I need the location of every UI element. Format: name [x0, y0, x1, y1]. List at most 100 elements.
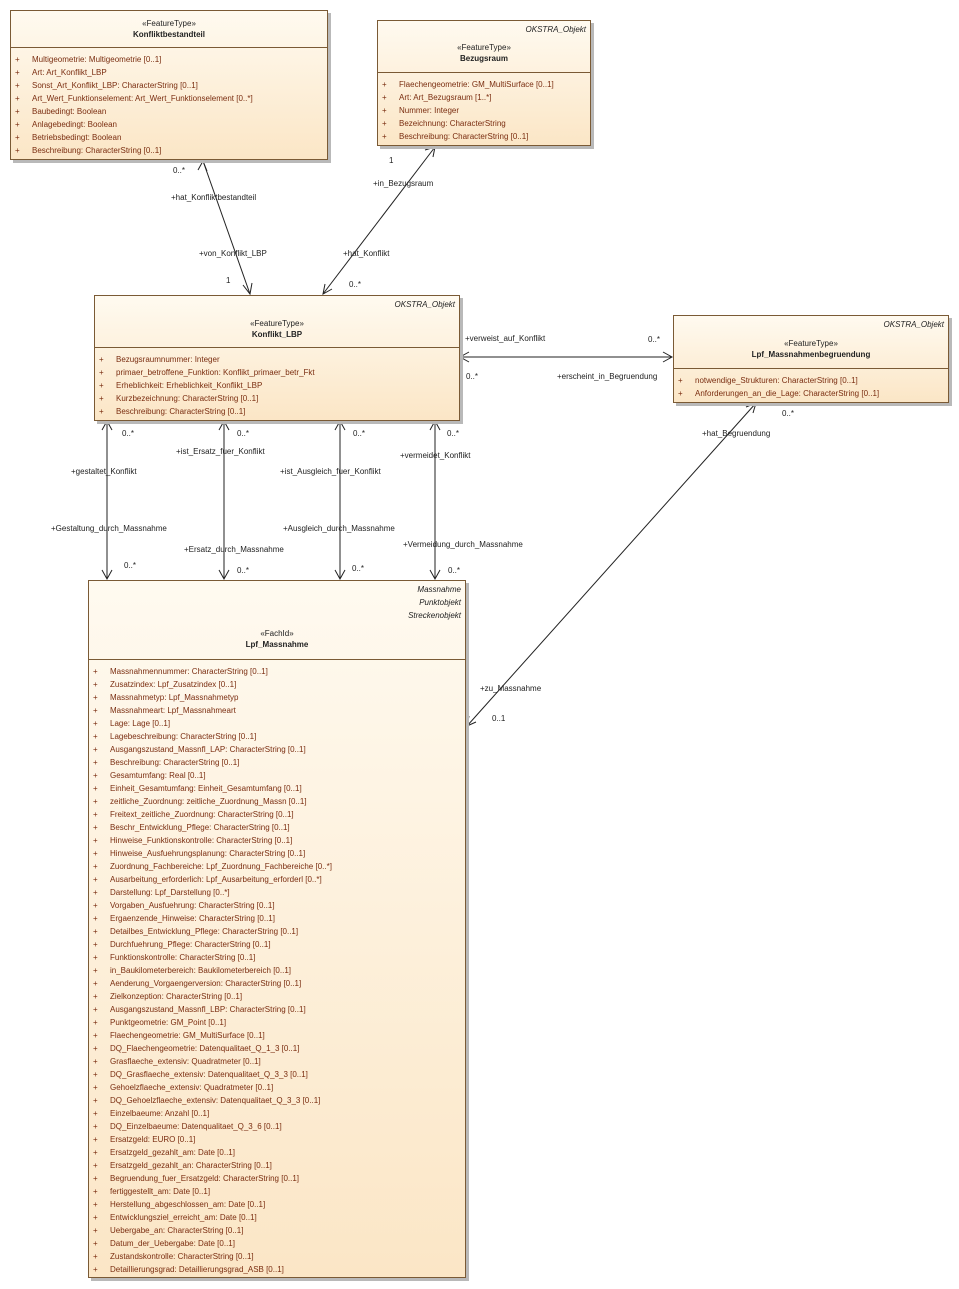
role-label: +in_Bezugsraum [373, 179, 434, 188]
attribute-row: +Multigeometrie: Multigeometrie [0..1] [11, 53, 327, 66]
attribute-text: Multigeometrie: Multigeometrie [0..1] [32, 55, 162, 64]
attribute-row: +Lage: Lage [0..1] [89, 717, 465, 730]
visibility-marker: + [93, 810, 98, 819]
visibility-marker: + [93, 823, 98, 832]
attribute-row: +Datum_der_Uebergabe: Date [0..1] [89, 1237, 465, 1250]
visibility-marker: + [15, 94, 20, 103]
attribute-text: in_Baukilometerbereich: Baukilometerbere… [110, 966, 291, 975]
multiplicity-label: 0..* [353, 429, 366, 438]
attribute-row: +Einzelbaeume: Anzahl [0..1] [89, 1107, 465, 1120]
visibility-marker: + [93, 966, 98, 975]
attribute-text: Detailbes_Entwicklung_Pflege: CharacterS… [110, 927, 299, 936]
attribute-text: Gesamtumfang: Real [0..1] [110, 771, 206, 780]
attribute-list: +Flaechengeometrie: GM_MultiSurface [0..… [378, 73, 590, 143]
stereotype-label: «FeatureType» [784, 339, 838, 348]
class-header: OKSTRA_Objekt «FeatureType» Bezugsraum [378, 21, 590, 73]
attribute-text: Massnahmetyp: Lpf_Massnahmetyp [110, 693, 239, 702]
role-label: +vermeidet_Konflikt [400, 451, 471, 460]
class-massnahmenbegruendung[interactable]: OKSTRA_Objekt «FeatureType» Lpf_Massnahm… [673, 315, 949, 403]
attribute-row: +notwendige_Strukturen: CharacterString … [674, 374, 948, 387]
attribute-row: +Zustandskontrolle: CharacterString [0..… [89, 1250, 465, 1263]
attribute-row: +DQ_Einzelbaeume: Datenqualitaet_Q_3_6 [… [89, 1120, 465, 1133]
role-label: +Ausgleich_durch_Massnahme [283, 524, 395, 533]
attribute-text: Begruendung_fuer_Ersatzgeld: CharacterSt… [110, 1174, 300, 1183]
attribute-text: Lagebeschreibung: CharacterString [0..1] [110, 732, 257, 741]
attribute-text: Punktgeometrie: GM_Point [0..1] [110, 1018, 227, 1027]
attribute-text: Sonst_Art_Konflikt_LBP: CharacterString … [32, 81, 198, 90]
class-header: «FeatureType» Konfliktbestandteil [11, 11, 327, 48]
multiplicity-label: 0..* [122, 429, 135, 438]
attribute-row: +Ersatzgeld_gezahlt_am: Date [0..1] [89, 1146, 465, 1159]
tagged-values: Massnahme Punktobjekt Streckenobjekt [408, 583, 461, 622]
attribute-row: +Beschreibung: CharacterString [0..1] [11, 144, 327, 157]
visibility-marker: + [382, 132, 387, 141]
multiplicity-label: 0..* [782, 409, 795, 418]
role-label: +hat_Begruendung [702, 429, 771, 438]
attribute-row: + Erheblichkeit: Erheblichkeit_Konflikt_L… [95, 379, 459, 392]
attribute-row: +Einheit_Gesamtumfang: Einheit_Gesamtumf… [89, 782, 465, 795]
visibility-marker: + [93, 1031, 98, 1040]
attribute-text: DQ_Gehoelzflaeche_extensiv: Datenqualita… [110, 1096, 321, 1105]
arrowhead-bestandteil-top [197, 159, 208, 172]
visibility-marker: + [382, 106, 387, 115]
visibility-marker: + [382, 93, 387, 102]
attribute-row: +Art: Art_Konflikt_LBP [11, 66, 327, 79]
arrowhead-bezugsraum-top [424, 146, 436, 158]
arrowhead-vermeidet-top [429, 419, 441, 431]
attribute-row: +Sonst_Art_Konflikt_LBP: CharacterString… [11, 79, 327, 92]
class-konflikt-lbp[interactable]: OKSTRA_Objekt «FeatureType» Konflikt_LBP… [94, 295, 460, 421]
attribute-text: Baubedingt: Boolean [32, 107, 107, 116]
attribute-text: Beschreibung: CharacterString [0..1] [116, 407, 246, 416]
arrowhead-ersatz-top [218, 419, 230, 431]
visibility-marker: + [99, 355, 104, 364]
attribute-text: Massnahmeart: Lpf_Massnahmeart [110, 706, 236, 715]
attribute-row: +DQ_Gehoelzflaeche_extensiv: Datenqualit… [89, 1094, 465, 1107]
attribute-text: Ersatzgeld_gezahlt_an: CharacterString [… [110, 1161, 272, 1170]
attribute-list: +Bezugsraumnummer: Integer+primaer_betro… [95, 348, 459, 418]
attribute-text: Zuordnung_Fachbereiche: Lpf_Zuordnung_Fa… [110, 862, 332, 871]
attribute-text: Beschreibung: CharacterString [0..1] [399, 132, 529, 141]
attribute-text: Hinweise_Ausfuehrungsplanung: CharacterS… [110, 849, 306, 858]
class-name: Lpf_Massnahmenbegruendung [751, 350, 871, 359]
attribute-text: notwendige_Strukturen: CharacterString [… [695, 376, 858, 385]
attribute-text: Beschreibung: CharacterString [0..1] [110, 758, 240, 767]
multiplicity-label: 0..* [352, 564, 365, 573]
visibility-marker: + [93, 1044, 98, 1053]
attribute-text: Uebergabe_an: CharacterString [0..1] [110, 1226, 244, 1235]
attribute-row: +Vorgaben_Ausfuehrung: CharacterString [… [89, 899, 465, 912]
attribute-row: +Massnahmetyp: Lpf_Massnahmetyp [89, 691, 465, 704]
attribute-text: fertiggestellt_am: Date [0..1] [110, 1187, 211, 1196]
arrowhead-verweist-right [662, 351, 674, 363]
attribute-text: Erheblichkeit: Erheblichkeit_Konflikt_LB… [116, 381, 263, 390]
attribute-row: +Gehoelzflaeche_extensiv: Quadratmeter [… [89, 1081, 465, 1094]
visibility-marker: + [15, 68, 20, 77]
attribute-row: + Begruendung_fuer_Ersatzgeld: CharacterS… [89, 1172, 465, 1185]
visibility-marker: + [93, 862, 98, 871]
visibility-marker: + [93, 1122, 98, 1131]
attribute-row: +Darstellung: Lpf_Darstellung [0..*] [89, 886, 465, 899]
attribute-text: Ausgangszustand_Massnfl_LBP: CharacterSt… [110, 1005, 306, 1014]
class-konfliktbestandteil[interactable]: «FeatureType» Konfliktbestandteil +Multi… [10, 10, 328, 160]
attribute-text: Vorgaben_Ausfuehrung: CharacterString [0… [110, 901, 275, 910]
multiplicity-label: 0..* [447, 429, 460, 438]
attribute-row: +Beschreibung: CharacterString [0..1] [89, 756, 465, 769]
class-lpf-massnahme[interactable]: Massnahme Punktobjekt Streckenobjekt «Fa… [88, 580, 466, 1278]
class-name: Lpf_Massnahme [245, 640, 309, 649]
stereotype-label: «FeatureType» [250, 319, 304, 328]
attribute-text: Nummer: Integer [399, 106, 460, 115]
class-header: Massnahme Punktobjekt Streckenobjekt «Fa… [89, 581, 465, 660]
attribute-text: Funktionskontrolle: CharacterString [0..… [110, 953, 256, 962]
visibility-marker: + [93, 849, 98, 858]
attribute-row: +Ersatzgeld_gezahlt_an: CharacterString … [89, 1159, 465, 1172]
attribute-text: Freitext_zeitliche_Zuordnung: CharacterS… [110, 810, 294, 819]
visibility-marker: + [93, 836, 98, 845]
visibility-marker: + [93, 1174, 98, 1183]
class-bezugsraum[interactable]: OKSTRA_Objekt «FeatureType» Bezugsraum +… [377, 20, 591, 146]
attribute-row: +Funktionskontrolle: CharacterString [0.… [89, 951, 465, 964]
attribute-row: +Punktgeometrie: GM_Point [0..1] [89, 1016, 465, 1029]
visibility-marker: + [99, 381, 104, 390]
visibility-marker: + [99, 394, 104, 403]
stereotype-label: «FeatureType» [457, 43, 511, 52]
attribute-row: +Flaechengeometrie: GM_MultiSurface [0..… [89, 1029, 465, 1042]
multiplicity-label: 0..* [124, 561, 137, 570]
